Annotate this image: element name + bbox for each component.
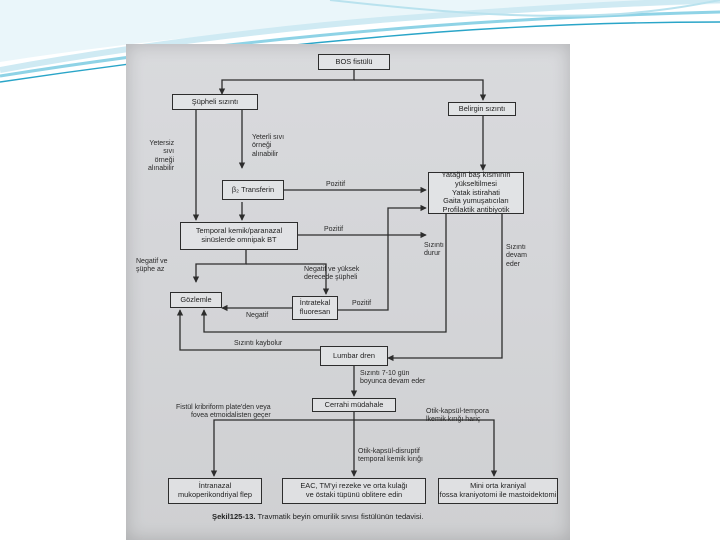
label-line: Pozitif <box>326 181 346 188</box>
label-line: boyunca devam eder <box>360 378 426 386</box>
edge-label-sizinti-kaybolur: Sızıntı kaybolur <box>234 340 282 348</box>
edge-label-pozitif-intratekal: Pozitif <box>352 300 371 308</box>
node-lumbar-dren: Lumbar dren <box>320 346 388 366</box>
edge-label-negatif: Negatif <box>246 312 268 320</box>
label-line: temporal kemik kırığı <box>358 456 423 464</box>
label-line: Negatif ve <box>136 258 168 265</box>
edge-label-negatif-az: Negatif ve şüphe az <box>136 258 168 275</box>
node-omnipak-bt: Temporal kemik/paranazal sinüslerde omni… <box>180 222 298 250</box>
textbook-photo: BOS fistülü Şüpheli sızıntı Belirgin sız… <box>126 44 570 540</box>
label-line: Negatif <box>246 312 269 319</box>
edge-label-pozitif-bt: Pozitif <box>324 226 343 234</box>
label-line: Yetersiz <box>149 140 175 147</box>
node-cerrahi-mudahale: Cerrahi müdahale <box>312 398 396 412</box>
node-line: Mini orta kraniyal <box>470 481 526 491</box>
label-line: örneği <box>154 156 175 164</box>
label-line: derecede şüpheli <box>304 274 358 282</box>
node-line: Gaita yumuşatıcıları <box>443 196 509 206</box>
label-line: Sızıntı kaybolur <box>234 340 283 347</box>
node-mini-kraniyotomi: Mini orta kraniyal fossa kraniyotomi ile… <box>438 478 558 504</box>
node-line: Yatak istirahati <box>452 187 500 197</box>
caption-figure-number: Şekil125-13. <box>212 512 256 521</box>
node-gozlemle: Gözlemle <box>170 292 222 308</box>
node-supheli-sizinti: Şüpheli sızıntı <box>172 94 258 110</box>
label-line: lkemik kırığı hariç <box>426 416 481 424</box>
label-line: Otik-kapsül-disruptif <box>358 448 420 455</box>
node-label: BOS fistülü <box>335 56 373 66</box>
edge-label-negatif-yuksek: Negatif ve yüksek derecede şüpheli <box>304 266 359 283</box>
node-line: Yatağın baş kısmının <box>441 170 511 180</box>
node-belirgin-sizinti: Belirgin sızıntı <box>448 102 516 116</box>
label-line: örneği <box>252 142 272 150</box>
label-line: Sızıntı 7-10 gün <box>360 370 410 377</box>
label-line: eder <box>506 260 521 268</box>
label-line: devam <box>506 252 528 260</box>
label-line: alınabilir <box>252 150 279 158</box>
edge-label-otik-koruyucu: Otik-kapsül-tempora lkemik kırığı hariç <box>426 408 489 425</box>
node-bos-fistulu: BOS fistülü <box>318 54 390 70</box>
node-eac-rezeksiyon: EAC, TM'yi rezeke ve orta kulağı ve östa… <box>282 478 426 504</box>
label-line: Fistül kribriform plate'den veya <box>176 404 271 411</box>
node-line: fossa kraniyotomi ile mastoidektomi <box>439 490 557 499</box>
node-intranazal-flep: İntranazal mukoperikondriyal flep <box>168 478 262 504</box>
node-line: İntranazal <box>198 481 232 491</box>
node-label: Cerrahi müdahale <box>324 399 384 409</box>
caption-text: Travmatik beyin omurilik sıvısı fistülün… <box>255 512 424 521</box>
edge-label-sizinti-durur: Sızıntı durur <box>424 242 444 259</box>
node-label: Belirgin sızıntı <box>458 103 506 113</box>
node-label: Lumbar dren <box>333 350 375 360</box>
edge-label-pozitif-transferin: Pozitif <box>326 181 345 189</box>
edge-label-otik-disruptif: Otik-kapsül-disruptif temporal kemik kır… <box>358 448 423 465</box>
node-line: mukoperikondriyal flep <box>178 490 252 499</box>
edge-label-sizinti-devam: Sızıntı devam eder <box>506 244 527 269</box>
node-b2-transferin: β₂ Transferin <box>222 180 284 200</box>
edge-label-7-10-gun: Sızıntı 7-10 gün boyunca devam eder <box>360 370 425 387</box>
edge-label-yeterli: Yeterli sıvı örneği alınabilir <box>252 134 284 159</box>
label-line: durur <box>424 250 441 258</box>
figure-caption: Şekil125-13. Travmatik beyin omurilik sı… <box>212 512 423 521</box>
label-line: Sızıntı <box>506 244 526 251</box>
label-line: Yeterli sıvı <box>252 134 285 141</box>
edge-label-fistul-kribriform: Fistül kribriform plate'den veya fovea e… <box>176 404 271 421</box>
node-line: yükseltilmesi <box>455 178 497 188</box>
label-line: şüphe az <box>136 266 165 274</box>
node-label: β₂ Transferin <box>231 184 275 194</box>
node-line: fluoresan <box>299 307 331 316</box>
node-line: İntratekal <box>299 298 331 308</box>
edge-label-yetersiz: Yetersiz sıvı örneği alınabilir <box>148 140 174 173</box>
label-line: alınabilir <box>148 164 175 172</box>
label-line: Pozitif <box>352 300 372 307</box>
label-line: Pozitif <box>324 226 344 233</box>
label-line: Otik-kapsül-tempora <box>426 408 490 415</box>
flowchart-connectors <box>176 70 503 477</box>
node-line: Temporal kemik/paranazal <box>195 226 283 236</box>
node-line: ve östaki tüpünü oblitere edin <box>305 490 403 499</box>
node-yatak-onlemleri: Yatağın baş kısmının yükseltilmesi Yatak… <box>428 170 524 215</box>
node-line: sinüslerde omnipak BT <box>201 235 277 244</box>
node-intratekal-fluoresan: İntratekal fluoresan <box>292 296 338 320</box>
label-line: sıvı <box>163 148 175 156</box>
label-line: Sızıntı <box>424 242 444 249</box>
label-line: Negatif ve yüksek <box>304 266 360 273</box>
node-label: Gözlemle <box>180 294 212 304</box>
label-line: fovea etmoidalisten geçer <box>190 412 271 420</box>
node-line: Profilaktik antibiyotik <box>442 205 510 215</box>
node-line: EAC, TM'yi rezeke ve orta kulağı <box>300 481 408 491</box>
node-label: Şüpheli sızıntı <box>191 96 239 106</box>
